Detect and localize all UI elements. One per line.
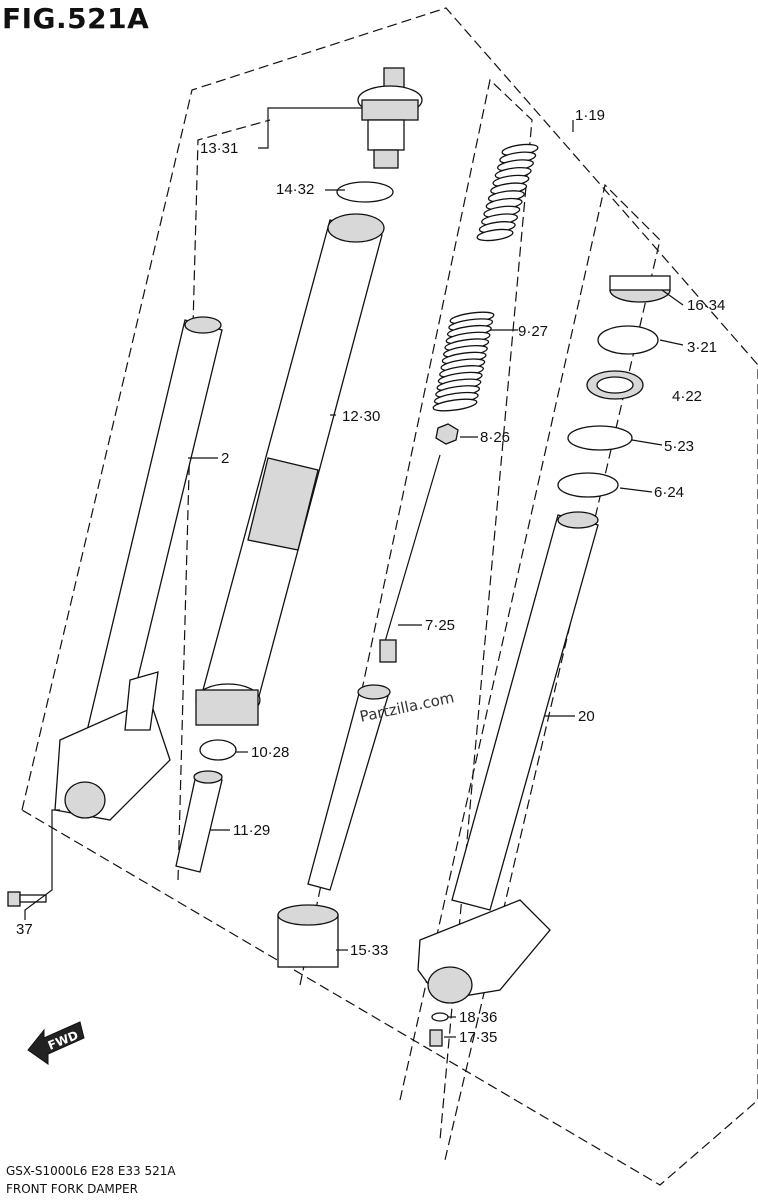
- seal-3-21-part: [597, 325, 659, 355]
- callout-8-26: 8·26: [480, 429, 511, 446]
- spring-coil: [476, 228, 514, 242]
- seal-16-34-part: [609, 275, 671, 303]
- callout-17-35: 17·35: [459, 1029, 498, 1046]
- callout-37: 37: [16, 921, 33, 938]
- callout-9-27: 9·27: [518, 323, 549, 340]
- callout-18-36: 18·36: [459, 1009, 498, 1026]
- figure-title: FIG.521A: [2, 2, 150, 35]
- inner-tube-right-part: [417, 511, 599, 1004]
- fwd-arrow-icon: FWD: [27, 1021, 85, 1065]
- spacer-part: [277, 904, 339, 968]
- callout-10-28: 10·28: [251, 744, 290, 761]
- figure-subtitle: FRONT FORK DAMPER: [6, 1182, 138, 1196]
- outer-tube-part: [195, 213, 385, 726]
- callout-2: 2: [221, 450, 230, 467]
- cartridge-part: [307, 684, 391, 891]
- callout-6-24: 6·24: [654, 484, 685, 501]
- clip-5-23-part: [567, 425, 633, 451]
- spring-upper-part: [476, 143, 539, 242]
- cap-bolt-part: [357, 67, 423, 169]
- callout-7-25: 7·25: [425, 617, 456, 634]
- leader-lines: [24, 107, 684, 1038]
- callout-20: 20: [578, 708, 595, 725]
- guide-part: [175, 770, 223, 873]
- nut-part: [435, 423, 459, 445]
- screw-17-35-part: [429, 1029, 443, 1047]
- seal-4-22-part: [586, 370, 644, 400]
- bolt-part: [7, 891, 47, 907]
- inner-frame-center: [299, 78, 533, 1141]
- callout-4-22: 4·22: [672, 388, 703, 405]
- o-ring-part: [336, 181, 394, 203]
- callout-12-30: 12·30: [342, 408, 381, 425]
- spring-coil: [432, 398, 478, 412]
- inner-frame-right: [399, 183, 661, 1161]
- outer-frame: [21, 7, 758, 1186]
- spring-lower-part: [432, 311, 495, 412]
- bushing-part: [199, 739, 237, 761]
- inner-tube-left-part: [54, 316, 223, 821]
- damper-rod-part: [379, 454, 441, 663]
- callout-15-33: 15·33: [350, 942, 389, 959]
- callout-16-34: 16·34: [687, 297, 726, 314]
- callout-14-32: 14·32: [276, 181, 315, 198]
- callout-1-19: 1·19: [575, 107, 606, 124]
- callout-3-21: 3·21: [687, 339, 718, 356]
- washer-18-36-part: [431, 1012, 449, 1022]
- callout-5-23: 5·23: [664, 438, 695, 455]
- inner-frame-left: [177, 119, 271, 881]
- washer-6-24-part: [557, 472, 619, 498]
- callout-11-29: 11·29: [233, 822, 271, 839]
- model-line: GSX-S1000L6 E28 E33 521A: [6, 1164, 176, 1178]
- callout-13-31: 13·31: [200, 140, 239, 157]
